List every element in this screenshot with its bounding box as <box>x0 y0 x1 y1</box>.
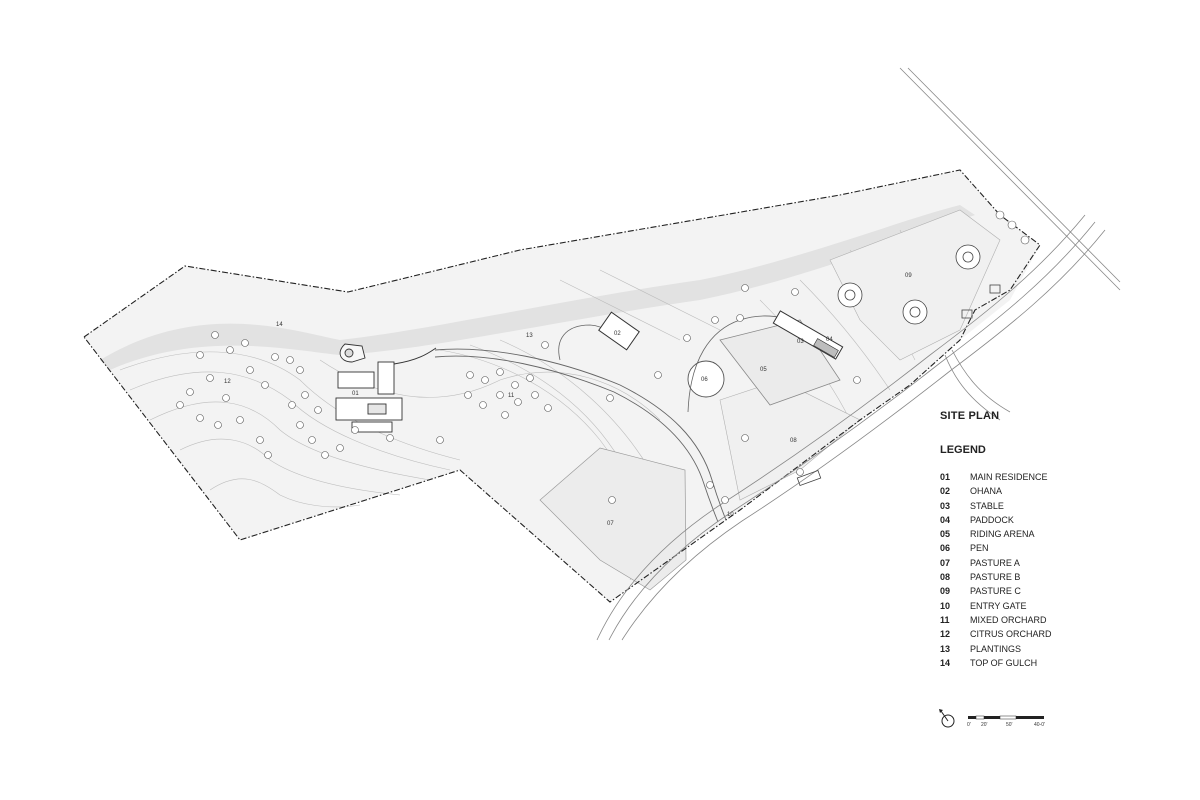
pasture-a <box>539 447 687 591</box>
legend-item-label: PASTURE B <box>970 572 1021 583</box>
legend-item-label: PEN <box>970 543 989 554</box>
map-label-03: 03 <box>797 339 804 345</box>
legend-item-label: STABLE <box>970 500 1004 511</box>
legend-item-number: 06 <box>940 543 951 554</box>
ohana-building <box>598 311 640 351</box>
legend-item-number: 02 <box>940 486 951 497</box>
site-area <box>84 170 1040 602</box>
property-boundary <box>83 169 1041 603</box>
scale-block: 0' 20' 50' 40-0' <box>939 709 1045 728</box>
driveway-edge <box>434 355 719 523</box>
scale-tick-2: 50' <box>1006 722 1013 728</box>
legend-item-label: PASTURE C <box>970 586 1021 597</box>
legend-item: 14 TOP OF GULCH <box>940 656 1170 670</box>
large-trees <box>837 244 981 325</box>
legend-item-number: 11 <box>940 614 950 625</box>
legend-item: 09 PASTURE C <box>940 584 1170 598</box>
legend-item-label: PASTURE A <box>970 557 1020 568</box>
map-label-04: 04 <box>826 337 833 343</box>
highway <box>596 67 1121 641</box>
pasture-c <box>829 209 1001 361</box>
legend-item: 07 PASTURE A <box>940 556 1170 570</box>
map-label-06: 06 <box>701 377 708 383</box>
legend-item-label: OHANA <box>970 486 1003 497</box>
legend-item-label: ENTRY GATE <box>970 600 1027 611</box>
main-residence <box>335 343 437 433</box>
map-label-09: 09 <box>905 273 912 279</box>
map-label-01: 01 <box>352 391 359 397</box>
legend-item: 04 PADDOCK <box>940 513 1170 527</box>
map-label-12: 12 <box>224 379 231 385</box>
legend-item-label: TOP OF GULCH <box>970 657 1038 668</box>
legend-item: 05 RIDING ARENA <box>940 527 1170 541</box>
legend-item: 10 ENTRY GATE <box>940 599 1170 613</box>
legend-item: 12 CITRUS ORCHARD <box>940 627 1170 641</box>
legend-item-label: MAIN RESIDENCE <box>970 472 1048 482</box>
legend-item-label: PADDOCK <box>970 514 1014 525</box>
map-label-02: 02 <box>614 331 621 337</box>
legend-item-number: 12 <box>940 629 951 640</box>
plan-title: SITE PLAN <box>940 410 1000 422</box>
legend-item-number: 01 <box>940 472 951 482</box>
legend-title: LEGEND <box>940 444 986 456</box>
legend-item: 13 PLANTINGS <box>940 642 1170 656</box>
legend-item-label: MIXED ORCHARD <box>970 614 1047 625</box>
legend-item-number: 05 <box>940 529 951 540</box>
legend-item-number: 13 <box>940 643 951 654</box>
map-label-07: 07 <box>607 521 614 527</box>
map-label-10: 10 <box>727 512 734 518</box>
legend-item-label: CITRUS ORCHARD <box>970 629 1052 640</box>
legend-item: 11 MIXED ORCHARD <box>940 613 1170 627</box>
legend-panel: SITE PLAN LEGEND 01 MAIN RESIDENCE 02 OHAN… <box>940 410 1170 670</box>
legend-item: 08 PASTURE B <box>940 570 1170 584</box>
north-arrow-icon <box>939 709 955 728</box>
legend-item-number: 08 <box>940 572 951 583</box>
map-label-11: 11 <box>508 393 515 399</box>
legend-item: 03 STABLE <box>940 499 1170 513</box>
legend-item-label: PLANTINGS <box>970 643 1022 654</box>
scale-tick-1: 20' <box>981 722 988 728</box>
legend-item-number: 03 <box>940 500 951 511</box>
driveway <box>434 348 727 521</box>
legend-item-number: 10 <box>940 600 951 611</box>
legend-item-number: 04 <box>940 514 951 525</box>
paddock <box>813 338 839 358</box>
legend-item-label: RIDING ARENA <box>970 529 1035 540</box>
scale-bar: 0' 20' 50' 40-0' <box>967 715 1045 728</box>
map-label-05: 05 <box>760 367 767 373</box>
legend-item-number: 07 <box>940 557 951 568</box>
map-label-14: 14 <box>276 322 283 328</box>
trees <box>176 210 1030 504</box>
map-label-13: 13 <box>526 333 533 339</box>
legend-list: 01 MAIN RESIDENCE 02 OHANA 03 STABLE 04 PADD… <box>940 470 1170 670</box>
legend-item: 06 PEN <box>940 541 1170 555</box>
legend-item-number: 09 <box>940 586 951 597</box>
scale-tick-3: 40-0' <box>1034 722 1045 728</box>
scale-tick-0: 0' <box>967 722 971 728</box>
legend-item: 01 MAIN RESIDENCE <box>940 470 1170 484</box>
legend-item-number: 14 <box>940 657 951 668</box>
entry-gate <box>796 284 1001 487</box>
map-label-08: 08 <box>790 438 797 444</box>
legend-item: 02 OHANA <box>940 484 1170 498</box>
pen-circle <box>687 360 725 398</box>
